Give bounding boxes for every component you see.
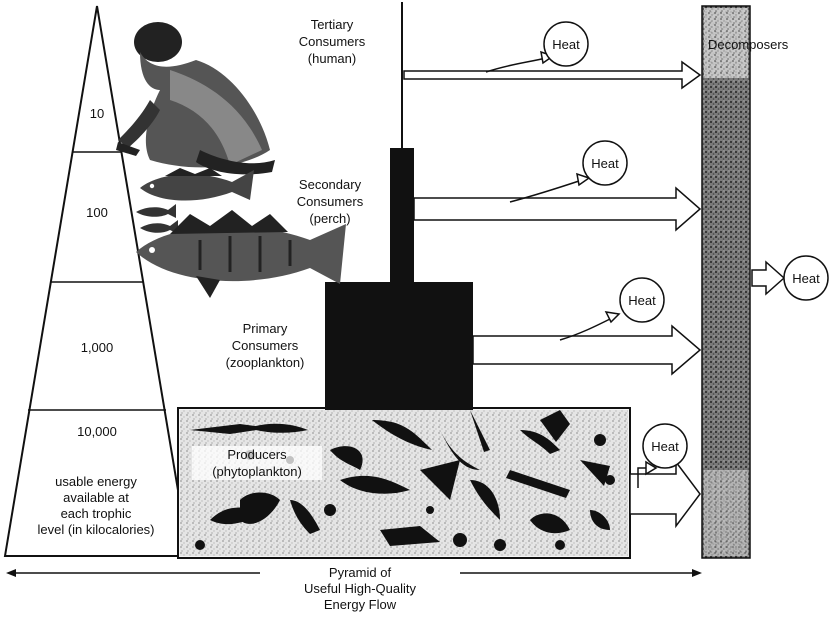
- producers-label: Producers (phytoplankton): [192, 446, 322, 480]
- primary-consumers-label: Primary Consumers (zooplankton): [210, 320, 320, 371]
- label-line: (perch): [275, 210, 385, 227]
- tertiary-consumers-label: Tertiary Consumers (human): [282, 16, 382, 67]
- pyramid-caption-line: each trophic: [14, 506, 178, 522]
- decomposers-column: [702, 6, 750, 558]
- label-line: Consumers: [210, 337, 320, 354]
- label-line: (phytoplankton): [192, 463, 322, 480]
- pyramid-level-producers-value: 10,000: [55, 424, 139, 439]
- pyramid-level-primary-value: 1,000: [62, 340, 132, 355]
- bottom-caption: Pyramid of Useful High-Quality Energy Fl…: [260, 565, 460, 613]
- label-line: (zooplankton): [210, 354, 320, 371]
- pyramid-level-tertiary-value: 10: [77, 106, 117, 121]
- heat-flow-tertiary: [486, 52, 553, 72]
- label-line: Secondary: [275, 176, 385, 193]
- human-illustration: [116, 22, 275, 174]
- tiny-fish-illustration: [136, 204, 178, 234]
- flow-arrow-primary: [473, 326, 700, 374]
- pyramid-level-secondary-value: 100: [70, 205, 124, 220]
- heat-label-primary: Heat: [628, 293, 656, 308]
- secondary-consumers-block: [390, 148, 414, 284]
- caption-line: Energy Flow: [260, 597, 460, 613]
- pyramid-caption-line: level (in kilocalories): [14, 522, 178, 538]
- heat-label-decomposers: Heat: [792, 271, 820, 286]
- caption-line: Useful High-Quality: [260, 581, 460, 597]
- heat-label-secondary: Heat: [591, 156, 619, 171]
- pyramid-caption-line: available at: [14, 490, 178, 506]
- heat-label-tertiary: Heat: [552, 37, 580, 52]
- label-line: Consumers: [275, 193, 385, 210]
- decomposers-label: Decomposers: [708, 36, 828, 53]
- label-line: Tertiary: [282, 16, 382, 33]
- flow-arrow-secondary: [414, 188, 700, 230]
- label-line: Consumers: [282, 33, 382, 50]
- heat-label-producers: Heat: [651, 439, 679, 454]
- flow-arrow-tertiary: [404, 62, 700, 88]
- pyramid-caption: usable energy available at each trophic …: [14, 474, 178, 538]
- pyramid-caption-line: usable energy: [14, 474, 178, 490]
- label-line: (human): [282, 50, 382, 67]
- label-line: Producers: [192, 446, 322, 463]
- primary-consumers-block: [325, 282, 473, 410]
- caption-line: Pyramid of: [260, 565, 460, 581]
- heat-flow-decomposers: [752, 262, 784, 294]
- flow-arrow-producers: [630, 462, 700, 526]
- label-line: Primary: [210, 320, 320, 337]
- secondary-consumers-label: Secondary Consumers (perch): [275, 176, 385, 227]
